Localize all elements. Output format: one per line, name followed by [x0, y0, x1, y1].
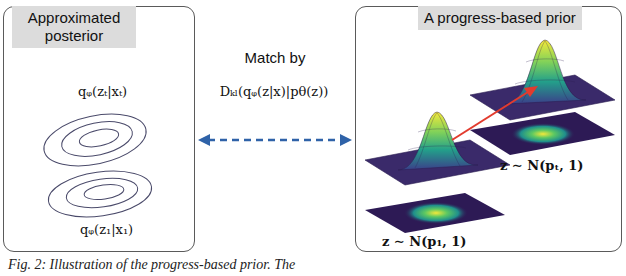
path — [437, 113, 460, 166]
ellipse — [511, 123, 575, 145]
path — [365, 193, 505, 233]
ellipse — [83, 182, 125, 201]
posterior-panel: Approximated posterior — [3, 6, 195, 252]
g — [515, 41, 575, 102]
arrow-head — [198, 134, 210, 146]
progress-arrow — [452, 86, 538, 140]
ellipse — [58, 116, 135, 162]
ellipse — [64, 174, 139, 212]
path — [418, 129, 456, 132]
dashed-line — [208, 139, 342, 142]
path — [398, 112, 478, 170]
ellipse — [78, 126, 120, 150]
match-connector — [198, 134, 352, 146]
path — [415, 113, 437, 168]
panel-heading: A progress-based prior — [418, 6, 582, 30]
line — [452, 92, 528, 140]
match-text: Match by — [245, 50, 306, 66]
math-label: Dₖₗ(qᵩ(z|x)|pθ(z)) — [220, 84, 329, 100]
figure-caption: Fig. 2: Illustration of the progress-bas… — [8, 257, 295, 273]
ellipse — [39, 106, 151, 175]
path — [408, 146, 466, 150]
path — [545, 41, 568, 100]
path — [526, 59, 564, 62]
path — [515, 80, 575, 84]
prior-panel: A progress-based prior — [355, 6, 622, 252]
g — [408, 113, 466, 168]
math-label: z ∼ N(p₁, 1) — [382, 234, 466, 250]
math-label: qᵩ(zₜ|xₜ) — [78, 84, 127, 100]
posterior-contours — [39, 106, 154, 223]
ellipse — [45, 165, 154, 223]
path — [505, 40, 586, 104]
arrow-head — [340, 134, 352, 146]
path — [470, 112, 615, 155]
math-label: qᵩ(z₁|x₁) — [80, 222, 133, 238]
panel-heading: Approximated posterior — [12, 6, 136, 48]
gaussian-pT — [470, 40, 615, 155]
path — [524, 86, 538, 97]
ellipse — [404, 202, 468, 224]
math-label: z ∼ N(pₜ, 1) — [500, 158, 584, 174]
